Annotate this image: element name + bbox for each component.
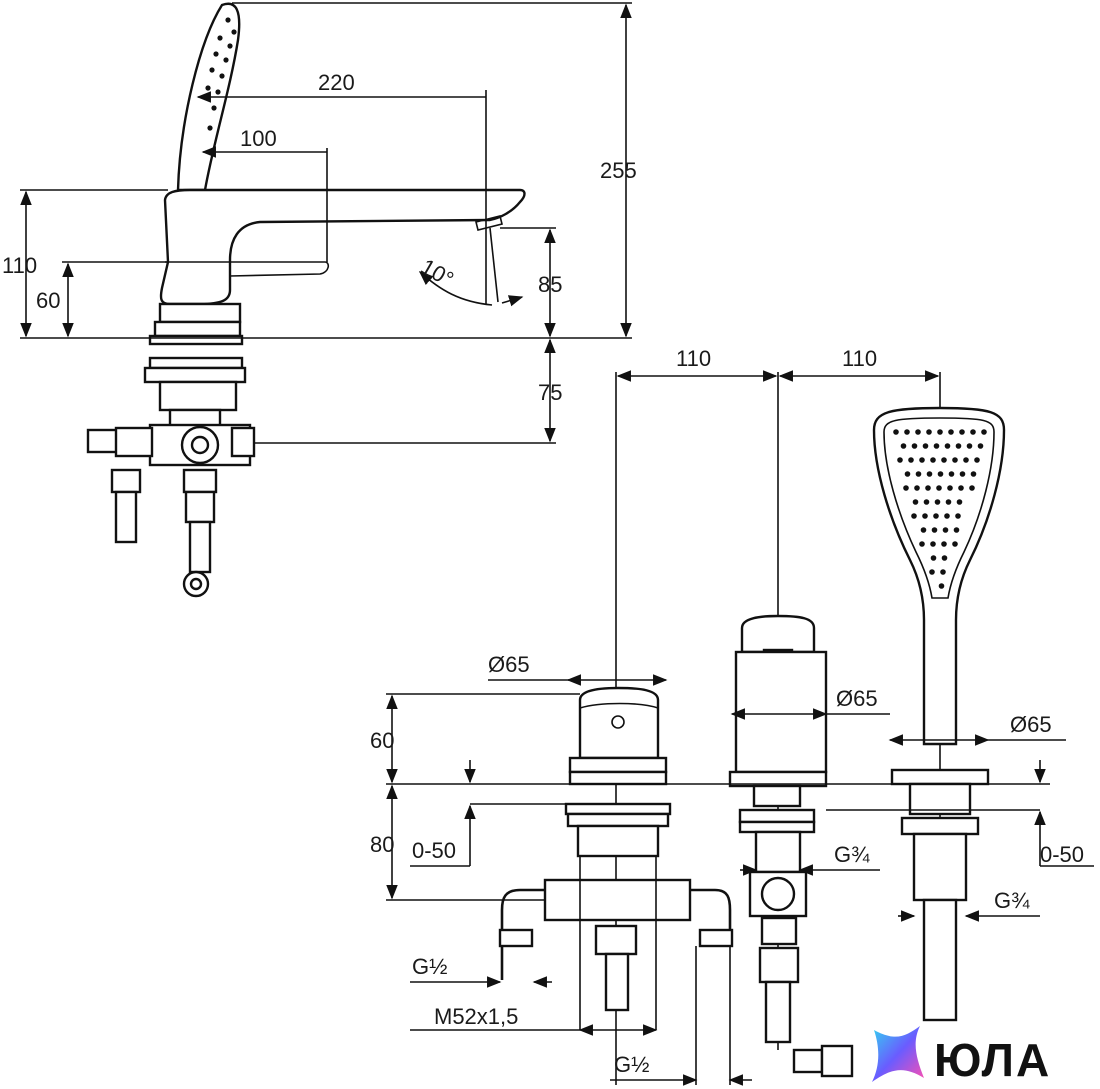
- shower-hole: [911, 443, 918, 449]
- brand-logo: ЮЛА: [872, 1026, 1051, 1086]
- shower-hole: [942, 527, 949, 533]
- shower-hole: [940, 569, 946, 575]
- shower-hole: [966, 443, 973, 449]
- shower-hole: [948, 471, 955, 477]
- shower-head-holes: [893, 429, 987, 589]
- dim-80-mixer: 80: [370, 832, 394, 857]
- dim-thread-g34-shower: G¾: [994, 888, 1030, 913]
- dim-110-height: 110: [2, 253, 37, 278]
- shower-hole: [900, 443, 907, 449]
- shower-hole: [903, 485, 909, 491]
- shower-hole: [945, 499, 952, 505]
- dim-spacing-left: 110: [676, 346, 711, 371]
- shower-hole: [955, 443, 962, 449]
- shower-hole: [922, 513, 928, 519]
- shower-hole: [893, 429, 899, 435]
- shower-hole: [925, 485, 931, 491]
- shower-hole: [904, 471, 911, 477]
- dim-255: 255: [600, 158, 637, 183]
- dim-thread-g34-spout: G¾: [834, 842, 870, 867]
- shower-hole: [956, 499, 963, 505]
- shower-hole: [920, 527, 927, 533]
- shower-front-view: [872, 372, 1006, 1022]
- shower-hole: [944, 443, 951, 449]
- shower-hole: [937, 429, 943, 435]
- shower-hole: [937, 471, 944, 477]
- shower-hole: [952, 541, 958, 547]
- shower-hole: [952, 457, 958, 463]
- shower-hole: [926, 471, 933, 477]
- dim-range-left: 0-50: [412, 838, 456, 863]
- shower-hole: [981, 429, 987, 435]
- shower-hole: [904, 429, 910, 435]
- logo-mark-icon: [872, 1026, 924, 1082]
- shower-hole: [930, 541, 936, 547]
- dim-range-right: 0-50: [1040, 842, 1084, 867]
- shower-hole: [923, 499, 930, 505]
- dim-angle: 10°: [417, 254, 458, 292]
- shower-hole: [915, 429, 921, 435]
- dim-85: 85: [538, 272, 562, 297]
- dim-dia-mixer: Ø65: [488, 652, 530, 677]
- shower-hole: [944, 513, 950, 519]
- shower-hole: [912, 499, 919, 505]
- shower-hole: [963, 457, 969, 463]
- top-view-dimension-lines: [20, 2, 632, 444]
- dim-dia-shower: Ø65: [1010, 712, 1052, 737]
- dim-thread-g12-left: G½: [412, 954, 447, 979]
- dim-spacing-right: 110: [842, 346, 877, 371]
- dim-100: 100: [240, 126, 277, 151]
- shower-hole: [933, 443, 940, 449]
- shower-hole: [934, 499, 941, 505]
- logo-text: ЮЛА: [934, 1034, 1051, 1086]
- shower-hole: [911, 513, 917, 519]
- dim-75: 75: [538, 380, 562, 405]
- bottom-view-dimension-labels: 110 110 Ø65 Ø65 Ø65 60 80 0-50 0-50 G¾ G…: [370, 346, 1084, 1077]
- dim-60-height: 60: [36, 288, 60, 313]
- shower-hole: [959, 429, 965, 435]
- shower-hole: [908, 457, 914, 463]
- faucet-side-view: [86, 2, 526, 598]
- shower-hole: [919, 457, 925, 463]
- shower-hole: [897, 457, 903, 463]
- shower-hole: [958, 485, 964, 491]
- shower-hole: [926, 429, 932, 435]
- shower-hole: [919, 541, 925, 547]
- shower-hole: [938, 583, 945, 589]
- shower-hole: [941, 555, 948, 561]
- shower-hole: [914, 485, 920, 491]
- shower-hole: [970, 429, 976, 435]
- top-view-dimension-labels: 220 100 255 110 60 85 75 10°: [2, 70, 637, 405]
- shower-hole: [974, 457, 980, 463]
- mixer-front-view: [498, 372, 734, 1085]
- shower-hole: [931, 527, 938, 533]
- spout-front-view: [728, 372, 854, 1078]
- shower-hole: [941, 457, 947, 463]
- dim-60-mixer: 60: [370, 728, 394, 753]
- shower-hole: [930, 457, 936, 463]
- shower-hole: [970, 471, 977, 477]
- dim-dia-spout: Ø65: [836, 686, 878, 711]
- shower-hole: [947, 485, 953, 491]
- shower-hole: [933, 513, 939, 519]
- shower-hole: [953, 527, 960, 533]
- bottom-view-dimension-lines: [386, 370, 1094, 1086]
- shower-hole: [929, 569, 935, 575]
- shower-hole: [948, 429, 954, 435]
- shower-hole: [941, 541, 947, 547]
- dim-thread-m52: M52x1,5: [434, 1004, 518, 1029]
- shower-hole: [922, 443, 929, 449]
- shower-hole: [959, 471, 966, 477]
- shower-hole: [969, 485, 975, 491]
- dim-220: 220: [318, 70, 355, 95]
- shower-hole: [977, 443, 984, 449]
- shower-hole: [930, 555, 937, 561]
- shower-hole: [955, 513, 961, 519]
- dim-thread-g12-bottom: G½: [614, 1052, 649, 1077]
- shower-hole: [936, 485, 942, 491]
- shower-hole: [915, 471, 922, 477]
